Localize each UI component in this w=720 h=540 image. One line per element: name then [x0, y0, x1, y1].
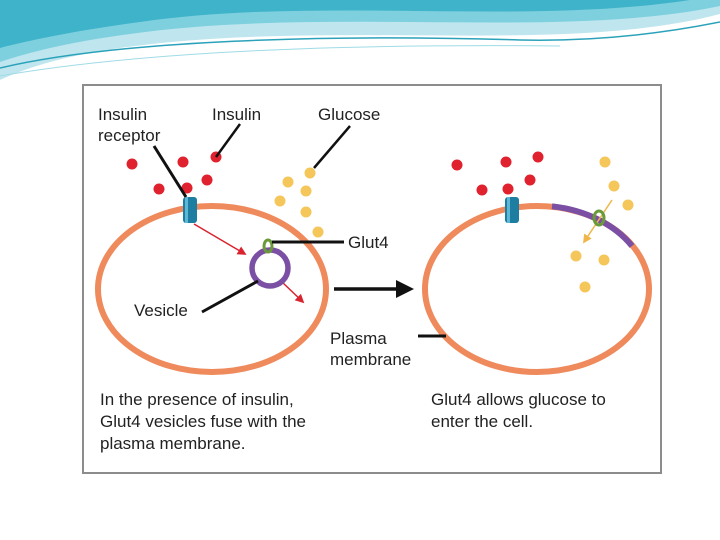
glucose-molecule: [570, 250, 582, 262]
left-cell-membrane: [95, 203, 329, 375]
glut4-transporter: [592, 209, 606, 227]
signal-arrow: [281, 281, 305, 304]
insulin-molecule: [476, 184, 488, 196]
glucose-molecule: [300, 185, 312, 197]
leader-line-insulin: [214, 123, 242, 158]
glucose-molecule: [274, 195, 286, 207]
insulin-molecule: [181, 182, 193, 194]
insulin-molecule: [500, 156, 512, 168]
leader-line-receptor: [152, 145, 188, 198]
glucose-molecule: [304, 167, 316, 179]
insulin-molecule: [532, 151, 544, 163]
insulin-molecule: [201, 174, 213, 186]
glucose-molecule: [608, 180, 620, 192]
figure-frame: [82, 84, 662, 474]
glucose-molecule: [579, 281, 591, 293]
label-insulin-receptor: Insulin receptor: [98, 105, 161, 145]
insulin-molecule: [126, 158, 138, 170]
glucose-molecule: [598, 254, 610, 266]
leader-line-vesicle: [201, 279, 259, 314]
label-plasma-membrane: Plasma membrane: [330, 329, 412, 369]
glucose-molecule: [282, 176, 294, 188]
insulin-molecule: [153, 183, 165, 195]
fused-vesicle-membrane: [551, 203, 635, 248]
glut4-insulin-diagram: [95, 123, 652, 375]
insulin-molecule: [177, 156, 189, 168]
glucose-molecule: [599, 156, 611, 168]
caption-right: Glut4 allows glucose to enter the cell.: [431, 390, 606, 431]
slide-header-decoration: [0, 0, 720, 80]
glucose-molecule: [312, 226, 324, 238]
label-insulin: Insulin: [212, 105, 262, 124]
insulin-molecule: [451, 159, 463, 171]
glucose-molecule: [300, 206, 312, 218]
label-glucose: Glucose: [318, 105, 381, 124]
leader-line-glucose: [313, 125, 351, 169]
glut4-transporter: [262, 238, 274, 254]
label-glut4: Glut4: [348, 233, 389, 252]
glucose-molecule: [622, 199, 634, 211]
label-vesicle: Vesicle: [134, 301, 188, 320]
caption-left: In the presence of insulin, Glut4 vesicl…: [100, 390, 306, 453]
signal-arrow: [193, 223, 247, 255]
insulin-molecule: [524, 174, 536, 186]
glucose-entry-arrow: [583, 199, 613, 244]
right-cell-membrane: [422, 203, 652, 375]
insulin-molecule: [502, 183, 514, 195]
